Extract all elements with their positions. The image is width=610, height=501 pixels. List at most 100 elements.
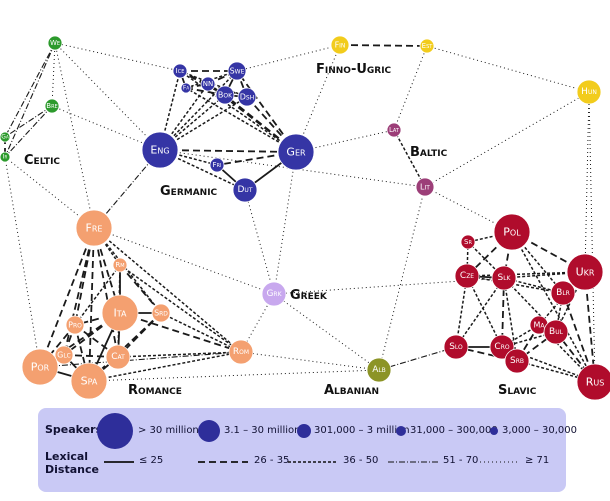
node-fre: Fre	[75, 209, 113, 247]
node-bul: Bul	[543, 319, 569, 345]
node-label-lat: Lat	[389, 126, 400, 134]
node-circle-ir	[0, 151, 11, 163]
node-srd: Srd	[151, 303, 171, 323]
node-label-ga: Ga	[1, 134, 9, 141]
node-circle-bul	[543, 319, 569, 345]
node-fri: Fri	[209, 157, 225, 173]
node-label-cat: Cat	[111, 352, 125, 362]
node-circle-spa	[70, 362, 108, 400]
node-circle-rus	[576, 363, 610, 401]
node-cze: Cze	[454, 263, 480, 289]
edge-we-ga	[4, 42, 56, 138]
legend-distance-label-5: ≥ 71	[525, 455, 550, 466]
node-label-hun: Hun	[581, 87, 597, 97]
legend-speaker-label-5: 3,000 – 30,000	[502, 425, 577, 436]
node-circle-pro	[65, 315, 85, 335]
node-label-cze: Cze	[460, 271, 474, 281]
node-spa: Spa	[70, 362, 108, 400]
node-label-pro: Pro	[68, 321, 82, 330]
legend-speaker-label-2: 3.1 – 30 million	[224, 425, 301, 436]
node-lat: Lat	[386, 122, 402, 138]
node-dut: Dut	[232, 177, 258, 203]
legend-speaker-label-1: > 30 million	[138, 425, 199, 436]
node-alb: Alb	[366, 357, 392, 383]
legend: Speakers Lexical Distance > 30 million 3…	[38, 408, 577, 492]
node-label-we: We	[50, 39, 60, 47]
legend-speaker-dot-5	[490, 427, 498, 435]
edge-slk-slo	[455, 277, 505, 348]
legend-speaker-label-4: 31,000 – 300,000	[410, 425, 498, 436]
legend-distance-title: Lexical Distance	[45, 450, 99, 476]
edge-eng-ice	[159, 70, 181, 151]
edge-bre-ir	[4, 105, 53, 158]
node-label-por: Por	[31, 361, 50, 374]
node-srb: Srb	[504, 348, 530, 374]
node-circle-ice	[172, 63, 188, 79]
node-ga: Ga	[0, 131, 11, 143]
node-circle-glc	[54, 345, 74, 365]
edge-hun-rus	[588, 91, 596, 383]
edge-est-lat	[393, 45, 428, 131]
node-label-pol: Pol	[503, 226, 521, 239]
node-label-srb: Srb	[510, 356, 524, 366]
legend-line-2	[198, 461, 248, 463]
legend-line-3	[288, 461, 338, 463]
legend-distance-label-4: 51 - 70	[443, 455, 479, 466]
node-fin: Fin	[330, 35, 350, 55]
node-circle-lat	[386, 122, 402, 138]
edge-ukr-rus	[584, 271, 596, 383]
edge-spa-rom	[88, 351, 242, 382]
node-circle-pol	[493, 213, 531, 251]
node-rom: Rom	[228, 339, 254, 365]
group-labels-layer: Celtic Germanic Finno-Ugric Baltic Roman…	[24, 62, 537, 398]
edge-dut-grk	[244, 189, 275, 295]
node-circle-est	[419, 38, 435, 54]
node-est: Est	[419, 38, 435, 54]
node-circle-swe	[227, 61, 247, 81]
legend-distance-label-1: ≤ 25	[139, 455, 164, 466]
edge-ita-rom	[119, 312, 242, 353]
node-label-dut: Dut	[238, 185, 253, 195]
node-circle-ukr	[566, 253, 604, 291]
node-label-dsh: Dsh	[240, 93, 254, 102]
node-label-lit: Lit	[420, 183, 430, 192]
edge-ir-fre	[4, 156, 95, 229]
node-label-bre: Bre	[46, 102, 57, 110]
group-label-baltic: Baltic	[410, 145, 448, 160]
edge-cze-blr	[466, 275, 564, 294]
node-circle-rom	[228, 339, 254, 365]
node-circle-fre	[75, 209, 113, 247]
legend-distance-label-3: 36 - 50	[343, 455, 379, 466]
edge-est-hun	[426, 45, 590, 93]
node-circle-fa	[180, 82, 192, 94]
node-we: We	[47, 35, 63, 51]
node-fa: Fa	[180, 82, 192, 94]
edge-hun-lit	[424, 91, 590, 188]
legend-line-5	[480, 461, 520, 463]
edge-ir-por	[4, 156, 41, 368]
node-circle-hun	[576, 79, 602, 105]
node-label-spa: Spa	[81, 375, 98, 388]
edge-ice-we	[54, 42, 181, 72]
node-circle-bre	[44, 98, 60, 114]
edge-slk-srb	[503, 277, 518, 362]
node-label-bul: Bul	[549, 327, 564, 337]
group-label-celtic: Celtic	[24, 153, 60, 168]
edge-eng-bok	[159, 94, 226, 151]
edge-fre-por	[39, 227, 95, 368]
node-lit: Lit	[415, 177, 435, 197]
node-label-ice: Ice	[176, 67, 185, 75]
node-rus: Rus	[576, 363, 610, 401]
node-dsh: Dsh	[237, 87, 257, 107]
legend-speakers-title: Speakers	[45, 423, 103, 436]
node-label-rus: Rus	[586, 376, 605, 389]
edge-ger-grk	[273, 151, 297, 295]
node-ger: Ger	[277, 133, 315, 171]
node-glc: Glc	[54, 345, 74, 365]
node-label-ir: Ir	[3, 154, 8, 161]
node-circle-slk	[491, 265, 517, 291]
node-circle-nn	[200, 76, 216, 92]
node-label-eng: Eng	[150, 144, 169, 157]
node-bok: Bok	[215, 85, 235, 105]
